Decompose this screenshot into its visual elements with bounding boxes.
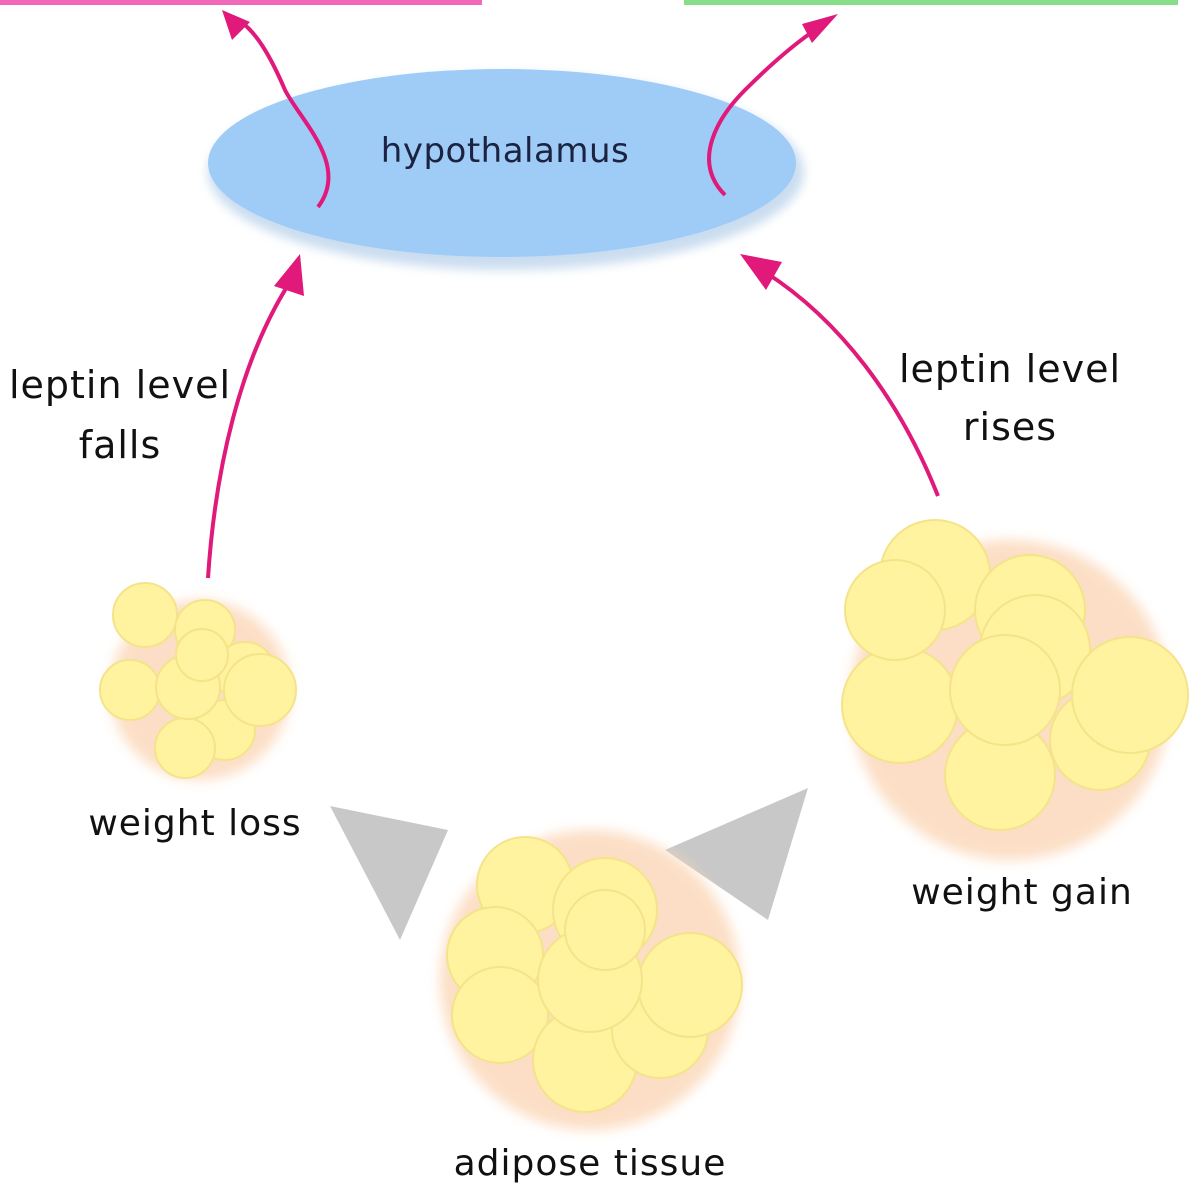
top-left-box-edge — [0, 0, 482, 5]
fat-cell — [565, 890, 645, 970]
leptin-falls-label-line2: falls — [79, 423, 162, 467]
fat-cell — [155, 718, 215, 778]
fat-cell — [176, 629, 228, 681]
hypothalamus-node: hypothalamus — [208, 69, 804, 270]
fat-cell — [638, 933, 742, 1037]
adipose-tissue-fat-cluster — [440, 830, 742, 1130]
left-cycle-triangle — [330, 806, 448, 940]
leptin-rises-label-line2: rises — [963, 405, 1057, 449]
fat-cell — [100, 660, 160, 720]
fat-cell — [842, 647, 958, 763]
fat-cell — [950, 635, 1060, 745]
weight-gain-fat-cluster — [842, 520, 1188, 860]
arrow-leptin-falls — [208, 282, 290, 578]
fat-cell — [224, 654, 296, 726]
fat-cell — [113, 583, 177, 647]
weight-loss-fat-cluster — [100, 583, 296, 780]
arrow-right-up-head — [802, 14, 838, 43]
arrow-leptin-falls-head — [274, 254, 304, 296]
leptin-rises-label-line1: leptin level — [899, 347, 1121, 391]
arrow-leptin-rises-head — [740, 254, 782, 290]
weight-gain-label: weight gain — [911, 872, 1133, 913]
fat-cell — [845, 560, 945, 660]
upper-arrowheads — [222, 10, 838, 43]
adipose-tissue-label: adipose tissue — [454, 1143, 727, 1184]
arrow-left-up-head — [222, 10, 250, 40]
fat-cell — [1072, 637, 1188, 753]
top-right-box-edge — [684, 0, 1178, 5]
leptin-arrows — [208, 272, 938, 578]
weight-loss-label: weight loss — [88, 803, 301, 844]
leptin-falls-label-line1: leptin level — [9, 363, 231, 407]
hypothalamus-label: hypothalamus — [381, 131, 629, 171]
